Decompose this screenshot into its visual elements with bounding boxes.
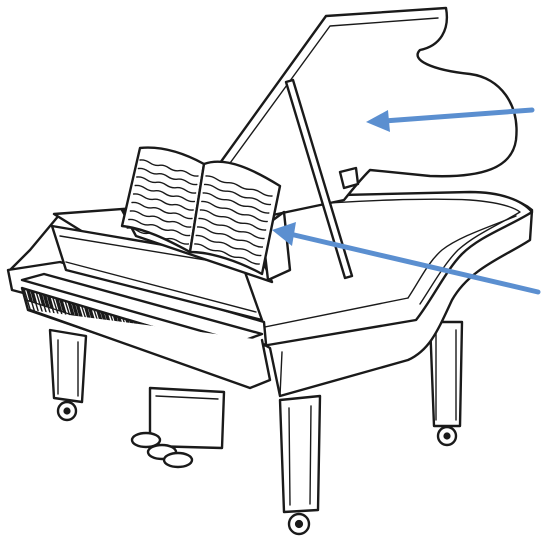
piano-leg-front xyxy=(280,396,320,534)
piano-leg-left xyxy=(50,330,86,420)
pedal-lyre xyxy=(132,388,224,467)
piano-leg-right xyxy=(430,322,462,445)
